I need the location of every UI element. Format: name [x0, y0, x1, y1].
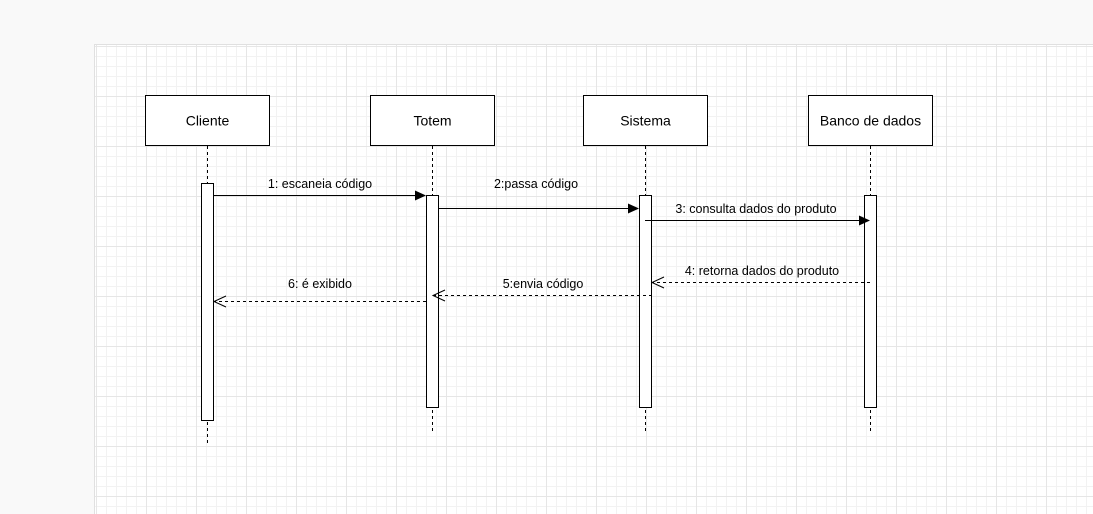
filled-arrowhead-icon: [859, 215, 870, 226]
participant-sistema[interactable]: Sistema: [583, 95, 708, 146]
participant-label: Cliente: [186, 113, 230, 129]
open-arrowhead-icon: [650, 276, 665, 289]
participant-cliente[interactable]: Cliente: [145, 95, 270, 146]
message-6[interactable]: 6: é exibido: [212, 277, 426, 308]
activations: [201, 183, 877, 421]
message-label: 6: é exibido: [288, 277, 352, 291]
message-2[interactable]: 2:passa código: [439, 177, 639, 214]
open-arrowhead-icon: [431, 289, 446, 302]
message-3[interactable]: 3: consulta dados do produto: [645, 202, 870, 226]
filled-arrowhead-icon: [628, 203, 639, 214]
message-4[interactable]: 4: retorna dados do produto: [650, 264, 870, 289]
open-arrowhead-icon: [212, 295, 227, 308]
participant-totem[interactable]: Totem: [370, 95, 495, 146]
activation-sistema[interactable]: [639, 195, 652, 408]
participant-label: Sistema: [620, 113, 671, 129]
activation-totem[interactable]: [426, 195, 439, 408]
filled-arrowhead-icon: [415, 190, 426, 201]
activation-cliente[interactable]: [201, 183, 214, 421]
message-5[interactable]: 5:envia código: [431, 277, 652, 302]
participant-box[interactable]: [808, 95, 933, 146]
message-label: 2:passa código: [494, 177, 578, 191]
message-label: 4: retorna dados do produto: [685, 264, 839, 278]
message-label: 5:envia código: [503, 277, 584, 291]
activation-banco-de-dados[interactable]: [864, 195, 877, 408]
message-label: 1: escaneia código: [268, 177, 372, 191]
participant-box[interactable]: [145, 95, 270, 146]
participant-label: Banco de dados: [820, 113, 921, 129]
message-label: 3: consulta dados do produto: [675, 202, 836, 216]
participant-box[interactable]: [370, 95, 495, 146]
participant-label: Totem: [413, 113, 451, 129]
participant-banco-de-dados[interactable]: Banco de dados: [808, 95, 933, 146]
message-1[interactable]: 1: escaneia código: [214, 177, 426, 201]
participant-box[interactable]: [583, 95, 708, 146]
